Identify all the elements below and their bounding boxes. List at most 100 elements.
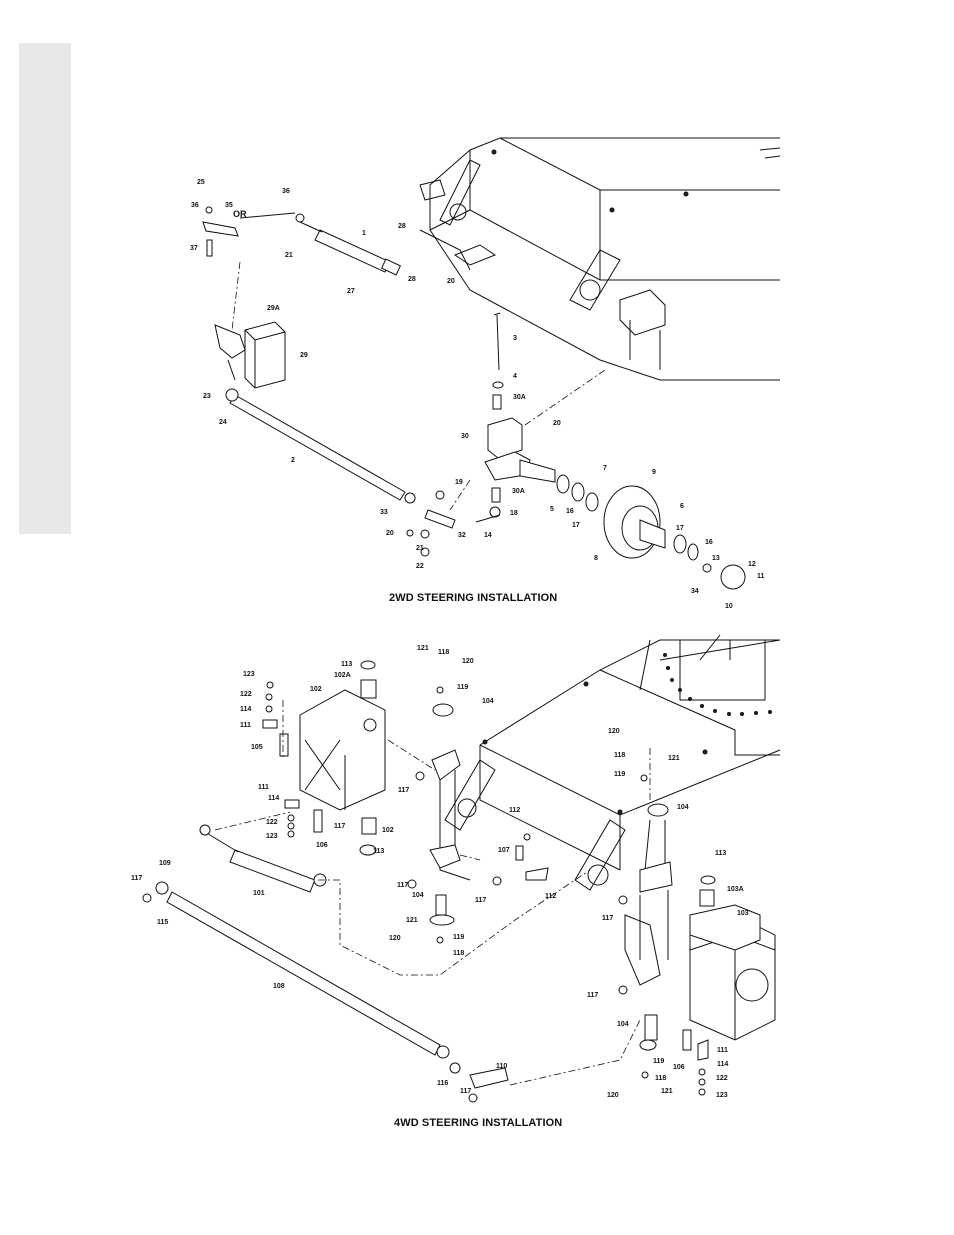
callout-2wd: 8 xyxy=(594,555,598,562)
callout-2wd: 1 xyxy=(362,230,366,237)
frame-2wd xyxy=(419,137,781,381)
callout-2wd: 29 xyxy=(300,352,308,359)
dash-2wd-a xyxy=(231,261,241,331)
callout-2wd: 17 xyxy=(676,525,684,532)
callout-2wd: 22 xyxy=(416,563,424,570)
callout-2wd: 17 xyxy=(572,522,580,529)
bracket-35 xyxy=(202,206,239,257)
callout-2wd: 16 xyxy=(566,508,574,515)
callout-4wd: 118 xyxy=(614,752,625,759)
callout-4wd: 117 xyxy=(475,897,486,904)
callout-4wd: 116 xyxy=(437,1080,448,1087)
side-tab xyxy=(19,43,71,534)
callout-4wd: 121 xyxy=(668,755,680,762)
callout-4wd: 117 xyxy=(587,992,598,999)
callout-2wd: 30A xyxy=(513,394,526,401)
callout-4wd: 119 xyxy=(653,1058,664,1065)
callout-4wd: 117 xyxy=(602,915,613,922)
steering-cylinder-2wd xyxy=(295,213,402,276)
tie-rod-108 xyxy=(155,881,509,1089)
callout-4wd: 108 xyxy=(273,983,285,990)
callout-2wd: 35 xyxy=(225,202,233,209)
callout-2wd: 7 xyxy=(603,465,607,472)
callout-4wd: 104 xyxy=(677,804,689,811)
callout-2wd: 5 xyxy=(550,506,554,513)
callout-4wd: 115 xyxy=(157,919,168,926)
frame-4wd xyxy=(439,634,781,891)
callout-4wd: 120 xyxy=(607,1092,619,1099)
callout-4wd: 102 xyxy=(382,827,394,834)
diagram-4wd: 113 121 118 120 102A 119 123 102 104 122… xyxy=(131,634,781,1103)
callout-2wd: 30A xyxy=(512,488,525,495)
callout-4wd: 121 xyxy=(406,917,418,924)
callout-4wd: 103A xyxy=(727,886,744,893)
callout-2wd: 27 xyxy=(347,288,355,295)
callout-2wd: 9 xyxy=(652,469,656,476)
callout-2wd: 21 xyxy=(416,545,424,552)
callout-4wd: 111 xyxy=(258,784,269,791)
callout-4wd: 117 xyxy=(460,1088,471,1095)
callout-2wd: 20 xyxy=(447,278,455,285)
callout-4wd: 104 xyxy=(617,1021,629,1028)
callout-4wd: 110 xyxy=(496,1063,507,1070)
dash-2wd-c xyxy=(449,479,471,511)
callout-4wd: 123 xyxy=(716,1092,728,1099)
callout-4wd: 105 xyxy=(251,744,263,751)
callout-4wd: 122 xyxy=(716,1075,728,1082)
callout-4wd: 117 xyxy=(398,787,409,794)
callout-2wd: 36 xyxy=(191,202,199,209)
spindle-30 xyxy=(484,312,556,503)
callout-4wd: 114 xyxy=(240,706,251,713)
callout-2wd: 34 xyxy=(691,588,699,595)
callout-4wd: 121 xyxy=(661,1088,673,1095)
callout-4wd: 103 xyxy=(737,910,749,917)
callout-4wd: 117 xyxy=(397,882,408,889)
dash-2wd-b xyxy=(524,369,606,426)
callout-4wd: 113 xyxy=(373,848,384,855)
callout-4wd: 111 xyxy=(240,722,251,729)
callout-2wd: 37 xyxy=(190,245,198,252)
callout-2wd: 32 xyxy=(458,532,466,539)
callout-4wd: 107 xyxy=(498,847,510,854)
callout-4wd: 114 xyxy=(268,795,279,802)
callout-4wd: 122 xyxy=(240,691,252,698)
callout-2wd: 16 xyxy=(705,539,713,546)
callout-4wd: 118 xyxy=(655,1075,666,1082)
callout-2wd: 18 xyxy=(510,510,518,517)
callout-4wd: 120 xyxy=(462,658,474,665)
callout-4wd: 120 xyxy=(389,935,401,942)
hub-8 xyxy=(556,474,746,590)
callout-2wd: 12 xyxy=(748,561,756,568)
callout-4wd: 101 xyxy=(253,890,265,897)
callout-2wd: 24 xyxy=(219,419,227,426)
callout-4wd: 117 xyxy=(131,875,142,882)
callout-4wd: 119 xyxy=(453,934,464,941)
callout-4wd: 106 xyxy=(316,842,328,849)
or-connector-line xyxy=(239,212,296,219)
callout-2wd: 29A xyxy=(267,305,280,312)
callout-4wd: 123 xyxy=(266,833,278,840)
spindle-right xyxy=(624,803,673,1051)
callout-2wd: 20 xyxy=(386,530,394,537)
callout-2wd: 19 xyxy=(455,479,463,486)
steering-cylinder-101 xyxy=(199,824,327,893)
tie-rod-2 xyxy=(225,388,416,504)
callout-2wd: 21 xyxy=(285,252,293,259)
callout-4wd: 112 xyxy=(509,807,520,814)
diagram-2wd: 25 36 35 37 36 1 28 21 28 27 20 29A 29 3… xyxy=(190,137,781,610)
callout-2wd: 3 xyxy=(513,335,517,342)
callout-2wd: 11 xyxy=(757,573,765,580)
callout-2wd: 14 xyxy=(484,532,492,539)
caption-4wd: 4WD STEERING INSTALLATION xyxy=(394,1117,563,1129)
callout-4wd: 111 xyxy=(717,1047,728,1054)
caption-2wd: 2WD STEERING INSTALLATION xyxy=(389,592,558,604)
callout-4wd: 118 xyxy=(453,950,464,957)
callout-4wd: 119 xyxy=(457,684,468,691)
gearbox-103 xyxy=(682,875,776,1061)
callouts-2wd: 25 36 35 37 36 1 28 21 28 27 20 29A 29 3… xyxy=(190,179,765,610)
callout-2wd: 28 xyxy=(408,276,416,283)
fasteners-4wd xyxy=(142,681,706,1103)
callout-4wd: 121 xyxy=(417,645,429,652)
callout-2wd: 30 xyxy=(461,433,469,440)
callout-4wd: 113 xyxy=(341,661,352,668)
